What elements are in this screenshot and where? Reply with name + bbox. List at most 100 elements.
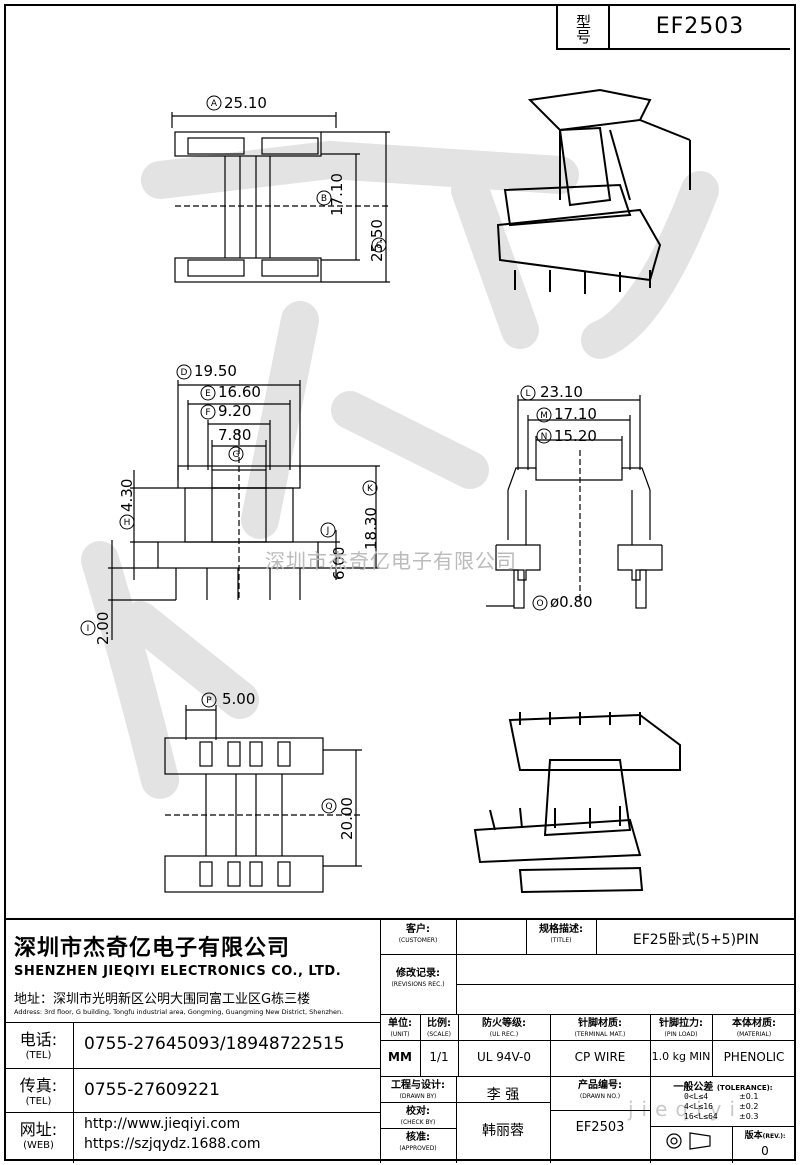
partno-label-cell: 产品编号: (DRAWN NO.)	[550, 1080, 650, 1102]
tolerance-value-2: ±0.2	[739, 1102, 759, 1111]
approved-label: 核准:	[406, 1132, 430, 1143]
title-block: 深圳市杰奇亿电子有限公司 SHENZHEN JIEQIYI ELECTRONIC…	[4, 918, 796, 1163]
tolerance-values: ±0.1 ±0.2 ±0.3	[739, 1092, 758, 1122]
svg-text:J: J	[326, 526, 330, 536]
scale-label-en: (SCALE)	[427, 1031, 451, 1038]
check-label-cell: 校对: (CHECK BY)	[380, 1106, 456, 1128]
material-value: PHENOLIC	[723, 1050, 785, 1064]
svg-text:O: O	[536, 599, 543, 609]
svg-text:E: E	[205, 389, 211, 399]
svg-text:P: P	[206, 696, 212, 706]
customer-label: 客户:	[406, 924, 430, 935]
check-label-en: (CHECK BY)	[400, 1119, 436, 1126]
svg-text:M: M	[540, 411, 548, 421]
material-label: 本体材质:	[732, 1018, 776, 1029]
tolerance-header: 一般公差 (TOLERANCE):	[650, 1078, 796, 1093]
material-label-cell: 本体材质:(MATERIAL)	[712, 1018, 796, 1040]
spec-value: EF25卧式(5+5)PIN	[632, 932, 760, 948]
company-name-cn: 深圳市杰奇亿电子有限公司	[14, 936, 291, 961]
rev-label-cell: 版本(REV.):	[734, 1128, 796, 1141]
isometric-view-bottom	[473, 712, 681, 894]
tel-label: 电话:	[19, 1030, 58, 1049]
partno-label-en: (DRAWN NO.)	[579, 1093, 621, 1100]
dim-i: 2.00	[94, 611, 112, 645]
dim-d: 19.50	[194, 362, 237, 380]
tel-label-cell: 电话: (TEL)	[4, 1022, 74, 1068]
dim-q: 20.00	[338, 797, 356, 840]
company-address-en: Address: 3rd floor, G building, Tongfu i…	[14, 1008, 344, 1016]
web-url-1[interactable]: http://www.jieqiyi.com	[84, 1116, 241, 1132]
unit-label-cell: 单位:(UNIT)	[380, 1018, 420, 1040]
approved-label-cell: 核准: (APPROVED)	[380, 1132, 456, 1154]
svg-text:I: I	[87, 624, 90, 634]
partno-label: 产品编号:	[578, 1080, 622, 1091]
fax-label-en: (TEL)	[25, 1096, 52, 1107]
pinload-label-cell: 针脚拉力:(PIN LOAD)	[650, 1018, 712, 1040]
approved-label-en: (APPROVED)	[399, 1145, 437, 1152]
scale-label-cell: 比例: (SCALE)	[420, 1018, 458, 1040]
svg-text:F: F	[205, 408, 210, 418]
tel-value: 0755-27645093/18948722515	[84, 1034, 345, 1054]
unit-label-en: (UNIT)	[390, 1031, 410, 1038]
web-label-cell: 网址: (WEB)	[4, 1112, 74, 1163]
company-address-cn: 地址：深圳市光明新区公明大围同富工业区G栋三楼	[14, 992, 311, 1007]
terminal-label: 针脚材质:	[578, 1018, 622, 1029]
tolerance-ranges: 0<L≤4 4<L≤16 16<L≤64	[684, 1092, 718, 1122]
spec-label-cell: 规格描述:(TITLE)	[526, 924, 596, 946]
watermark-logo	[81, 140, 719, 799]
dim-k: 18.30	[362, 507, 380, 550]
web-url-2[interactable]: https://szjqydz.1688.com	[84, 1136, 261, 1152]
tel-label-en: (TEL)	[25, 1050, 52, 1061]
model-box: 型号 EF2503	[556, 6, 790, 50]
company-name-en: SHENZHEN JIEQIYI ELECTRONICS CO., LTD.	[14, 964, 342, 979]
rev-label: 版本	[744, 1131, 763, 1141]
isometric-view-top	[496, 88, 691, 294]
fax-label: 传真:	[19, 1076, 58, 1095]
revision-label-cell: 修改记录:(REVISIONS REC.)	[380, 968, 456, 990]
dim-c: 25.50	[368, 219, 386, 262]
dimension-markers	[80, 95, 552, 814]
bottom-view	[164, 705, 362, 893]
tolerance-value-1: ±0.1	[739, 1092, 759, 1101]
dimension-letters: ABC DEF GHI JK LMN OPQ	[87, 99, 548, 812]
customer-label-en: (CUSTOMER)	[398, 937, 438, 944]
drawn-label: 工程与设计:	[391, 1080, 445, 1091]
unit-value: MM	[388, 1050, 412, 1064]
svg-text:Q: Q	[325, 802, 332, 812]
svg-text:A: A	[211, 99, 218, 109]
drawing-frame	[4, 4, 796, 1161]
drawn-label-en: (DRAWN BY)	[399, 1093, 437, 1100]
dim-h: 4.30	[118, 478, 136, 512]
side-view	[486, 395, 663, 609]
terminal-label-cell: 针脚材质: (TERMINAL MAT.)	[550, 1018, 650, 1040]
dim-b: 17.10	[328, 173, 346, 216]
svg-text:H: H	[124, 518, 131, 528]
terminal-value: CP WIRE	[574, 1050, 626, 1064]
model-number: EF2503	[655, 14, 745, 39]
tolerance-range-1: 0<L≤4	[684, 1092, 709, 1101]
fax-label-cell: 传真: (TEL)	[4, 1068, 74, 1112]
pinload-label-en: (PIN LOAD)	[664, 1031, 698, 1038]
drawn-value: 李 强	[486, 1087, 520, 1103]
pinload-value: 1.0 kg MIN	[651, 1050, 711, 1063]
tolerance-value-3: ±0.3	[739, 1112, 759, 1121]
model-label: 型号	[558, 6, 610, 48]
tolerance-label: 一般公差	[673, 1082, 714, 1093]
spec-label-en: (TITLE)	[550, 937, 572, 944]
front-view	[108, 380, 380, 640]
svg-text:K: K	[367, 484, 374, 494]
svg-text:B: B	[321, 194, 327, 204]
svg-text:G: G	[233, 450, 240, 460]
dim-n: 15.20	[554, 427, 597, 445]
revision-label: 修改记录:	[396, 968, 440, 979]
scale-value: 1/1	[429, 1050, 449, 1064]
ul-value: UL 94V-0	[476, 1050, 532, 1064]
projection-symbol	[666, 1132, 711, 1150]
web-label: 网址:	[19, 1120, 58, 1139]
terminal-label-en: (TERMINAL MAT.)	[574, 1031, 626, 1038]
check-label: 校对:	[406, 1106, 430, 1117]
fax-value: 0755-27609221	[84, 1080, 220, 1100]
scale-label: 比例:	[427, 1018, 451, 1029]
dim-m: 17.10	[554, 405, 597, 423]
